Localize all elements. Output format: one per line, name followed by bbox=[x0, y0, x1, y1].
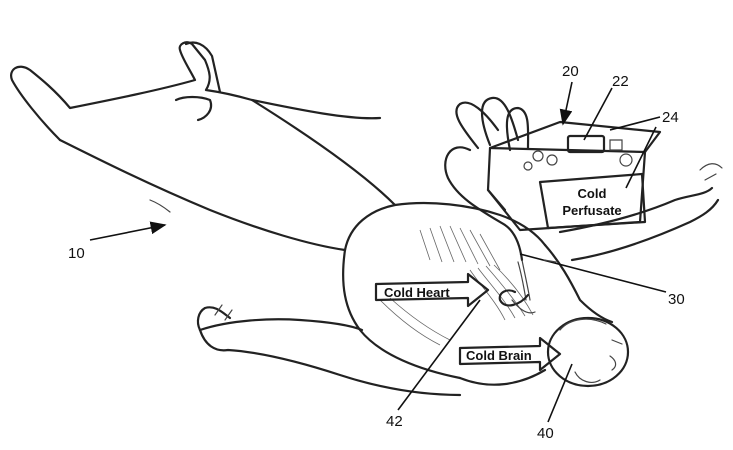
ref-numeral-30: 30 bbox=[668, 291, 685, 308]
leader-line-24a bbox=[609, 116, 661, 131]
ref-numeral-10: 10 bbox=[68, 245, 85, 262]
ref-numeral-40: 40 bbox=[537, 425, 554, 442]
perfusate-label-line2: Perfusate bbox=[562, 203, 621, 218]
leader-line-30 bbox=[519, 253, 667, 293]
leader-arrow-10 bbox=[89, 221, 167, 241]
ref-numeral-20: 20 bbox=[562, 63, 579, 80]
perfusate-label-line1: Cold bbox=[578, 186, 607, 201]
cold-brain-label: Cold Brain bbox=[466, 348, 532, 363]
patient-body bbox=[10, 41, 723, 397]
cold-heart-label: Cold Heart bbox=[384, 285, 450, 300]
cold-brain-callout: Cold Brain bbox=[458, 336, 562, 372]
reference-annotations: 10 20 22 24 30 42 40 bbox=[68, 63, 685, 442]
leader-line-40 bbox=[547, 363, 573, 423]
control-knob bbox=[523, 161, 533, 171]
catheter-tubing bbox=[444, 96, 536, 314]
leader-arrow-20 bbox=[559, 81, 573, 126]
ref-numeral-22: 22 bbox=[612, 73, 629, 90]
control-knob bbox=[546, 154, 558, 166]
ref-numeral-42: 42 bbox=[386, 413, 403, 430]
ref-numeral-24: 24 bbox=[662, 109, 679, 126]
leader-line-22 bbox=[583, 87, 613, 141]
cold-heart-callout: Cold Heart bbox=[374, 272, 490, 308]
control-knob bbox=[619, 153, 633, 167]
leader-line-42 bbox=[397, 299, 481, 411]
perfusate-reservoir bbox=[538, 172, 647, 230]
control-knob bbox=[532, 150, 544, 162]
leader-line-24b bbox=[625, 126, 657, 189]
cooling-device: Cold Perfusate bbox=[486, 120, 662, 232]
